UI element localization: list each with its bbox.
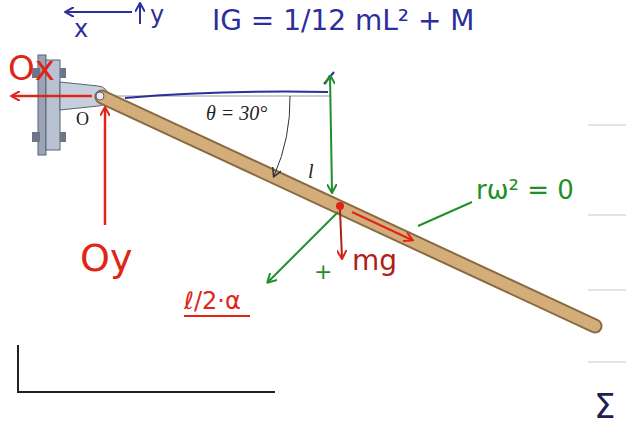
distance-arrow	[330, 76, 332, 192]
weight-arrow	[340, 210, 342, 258]
mass-center	[336, 202, 344, 210]
ox-arrow	[12, 95, 92, 98]
angle-label: θ = 30°	[206, 102, 267, 124]
inertia-equation: IG = 1/12 mL² + M	[212, 6, 475, 37]
hand-tick	[324, 72, 334, 84]
angle-arc	[274, 96, 290, 176]
rod	[102, 97, 595, 326]
pin	[96, 92, 104, 100]
sum-symbol: Σ	[594, 388, 615, 425]
pin-label: O	[76, 110, 89, 130]
sign-label: +	[314, 260, 332, 284]
underline	[184, 315, 250, 317]
weight-label: mg	[352, 246, 397, 277]
length-label: l	[308, 160, 314, 182]
reaction-label: Oy	[80, 238, 132, 280]
x-axis-arrow	[66, 11, 132, 13]
oy-arrow	[104, 108, 107, 225]
normal-arrow	[352, 212, 412, 240]
hand-bracket	[18, 345, 275, 392]
rod-outline	[102, 97, 595, 326]
axis-label: y	[150, 2, 164, 28]
y-axis-arrow	[139, 4, 141, 24]
acceleration-label: rω² = 0	[476, 176, 574, 205]
hand-line	[125, 92, 328, 98]
axis-label: x	[74, 16, 88, 42]
acceleration-label: ℓ/2·α	[184, 288, 241, 314]
reaction-label: Ox	[8, 50, 55, 87]
leader-line	[418, 202, 472, 226]
